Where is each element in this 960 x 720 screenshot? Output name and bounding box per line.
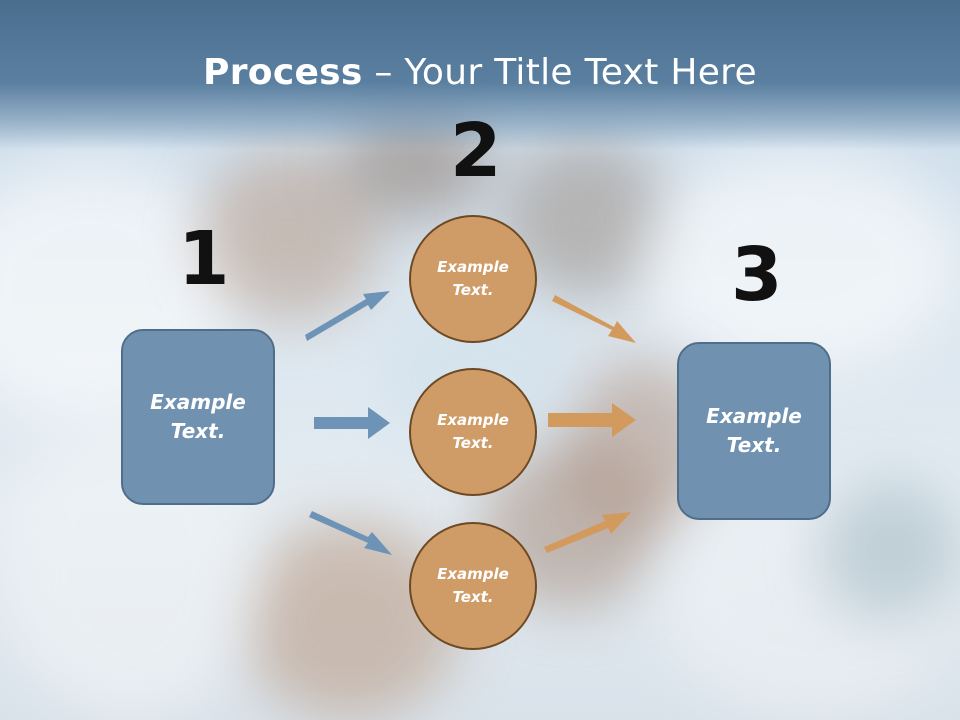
step-number-3: 3 [731,232,783,318]
middle-circle: Example Text. [409,368,537,496]
middle-circle-text: Example Text. [437,411,509,452]
top-circle-text: Example Text. [437,258,509,299]
step-number-1: 1 [178,216,230,302]
arrow-bottom-to-right [544,512,631,553]
arrow-left-to-top [305,291,390,341]
arrow-middle-to-right [548,403,636,437]
arrow-left-to-middle [314,407,390,439]
arrow-top-to-right [552,295,636,343]
step-number-2: 2 [450,108,502,194]
title-band [0,0,960,150]
right-box-text: Example Text. [706,404,802,457]
page-title: Process – Your Title Text Here [0,52,960,93]
bottom-circle-text: Example Text. [437,565,509,606]
title-rest: – Your Title Text Here [362,52,757,93]
top-circle: Example Text. [409,215,537,343]
arrow-left-to-bottom [309,511,392,555]
bottom-circle: Example Text. [409,522,537,650]
title-strong: Process [203,52,363,93]
left-box-text: Example Text. [150,390,246,443]
left-step-box: Example Text. [121,329,275,505]
right-step-box: Example Text. [677,342,831,520]
